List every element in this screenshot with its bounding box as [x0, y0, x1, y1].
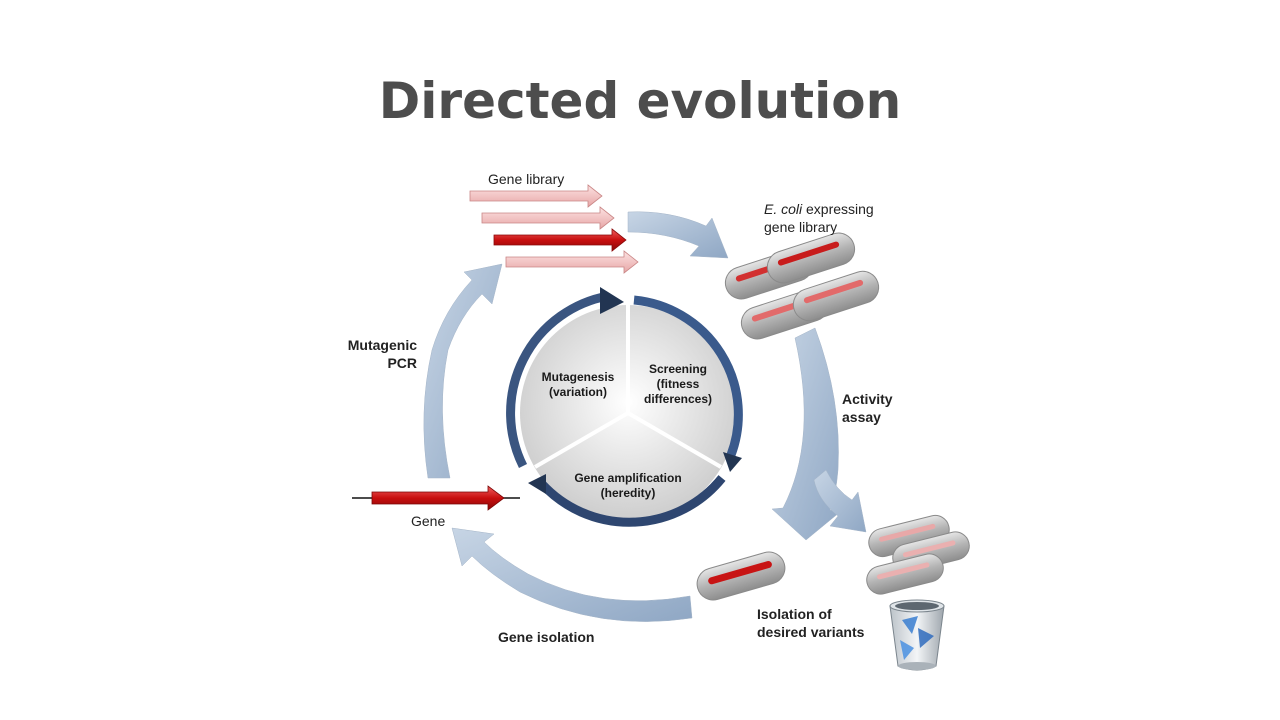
gene-label: Gene: [411, 513, 446, 529]
gene-isolation-label: Gene isolation: [498, 629, 595, 645]
activity-line1: Activity: [842, 391, 893, 407]
amplification-line2: (heredity): [600, 486, 656, 500]
ecoli-library-cells: [724, 232, 880, 340]
ecoli-label: E. coli expressing gene library: [764, 200, 874, 236]
cycle-arrow-mutagenesis: [506, 291, 609, 468]
mutagenic-line2: PCR: [387, 355, 417, 371]
slide-title: Directed evolution: [378, 72, 902, 130]
flow-arrow-gene-isolation: [451, 527, 693, 622]
isolation-line2: desired variants: [757, 624, 865, 640]
activity-line2: assay: [842, 409, 881, 425]
mutagenesis-label: Mutagenesis (variation): [530, 370, 626, 400]
ecoli-expressing: expressing: [802, 201, 874, 217]
gene-library-label: Gene library: [488, 171, 565, 187]
discarded-cells: [866, 514, 970, 595]
screening-line3: differences): [643, 392, 713, 406]
screening-line2: (fitness: [656, 377, 700, 391]
gene-arrow: [352, 485, 520, 511]
flow-arrow-to-ecoli: [627, 211, 729, 259]
ecoli-species: E. coli: [764, 201, 803, 217]
mutagenic-pcr-label: Mutagenic PCR: [346, 336, 417, 372]
cycle-arrow-amplification: [538, 475, 726, 527]
mutagenesis-line2: (variation): [548, 385, 607, 399]
mutagenic-line1: Mutagenic: [347, 337, 417, 353]
amplification-line1: Gene amplification: [574, 471, 682, 485]
amplification-label: Gene amplification (heredity): [560, 471, 696, 501]
activity-assay-label: Activity assay: [842, 390, 893, 426]
screening-label: Screening (fitness differences): [630, 362, 726, 407]
isolation-line1: Isolation of: [757, 606, 832, 622]
selected-variant-cell: [696, 551, 786, 601]
flow-arrow-mutagenic-pcr: [423, 263, 503, 479]
screening-line1: Screening: [648, 362, 708, 376]
gene-library-arrows: [469, 184, 639, 274]
mutagenesis-line1: Mutagenesis: [541, 370, 615, 384]
isolation-desired-label: Isolation of desired variants: [757, 605, 864, 641]
ecoli-gene-library: gene library: [764, 219, 838, 235]
flow-arrow-discard: [813, 469, 867, 533]
cycle-arrow-screening: [633, 295, 743, 457]
recycle-bin-icon: [889, 599, 945, 671]
